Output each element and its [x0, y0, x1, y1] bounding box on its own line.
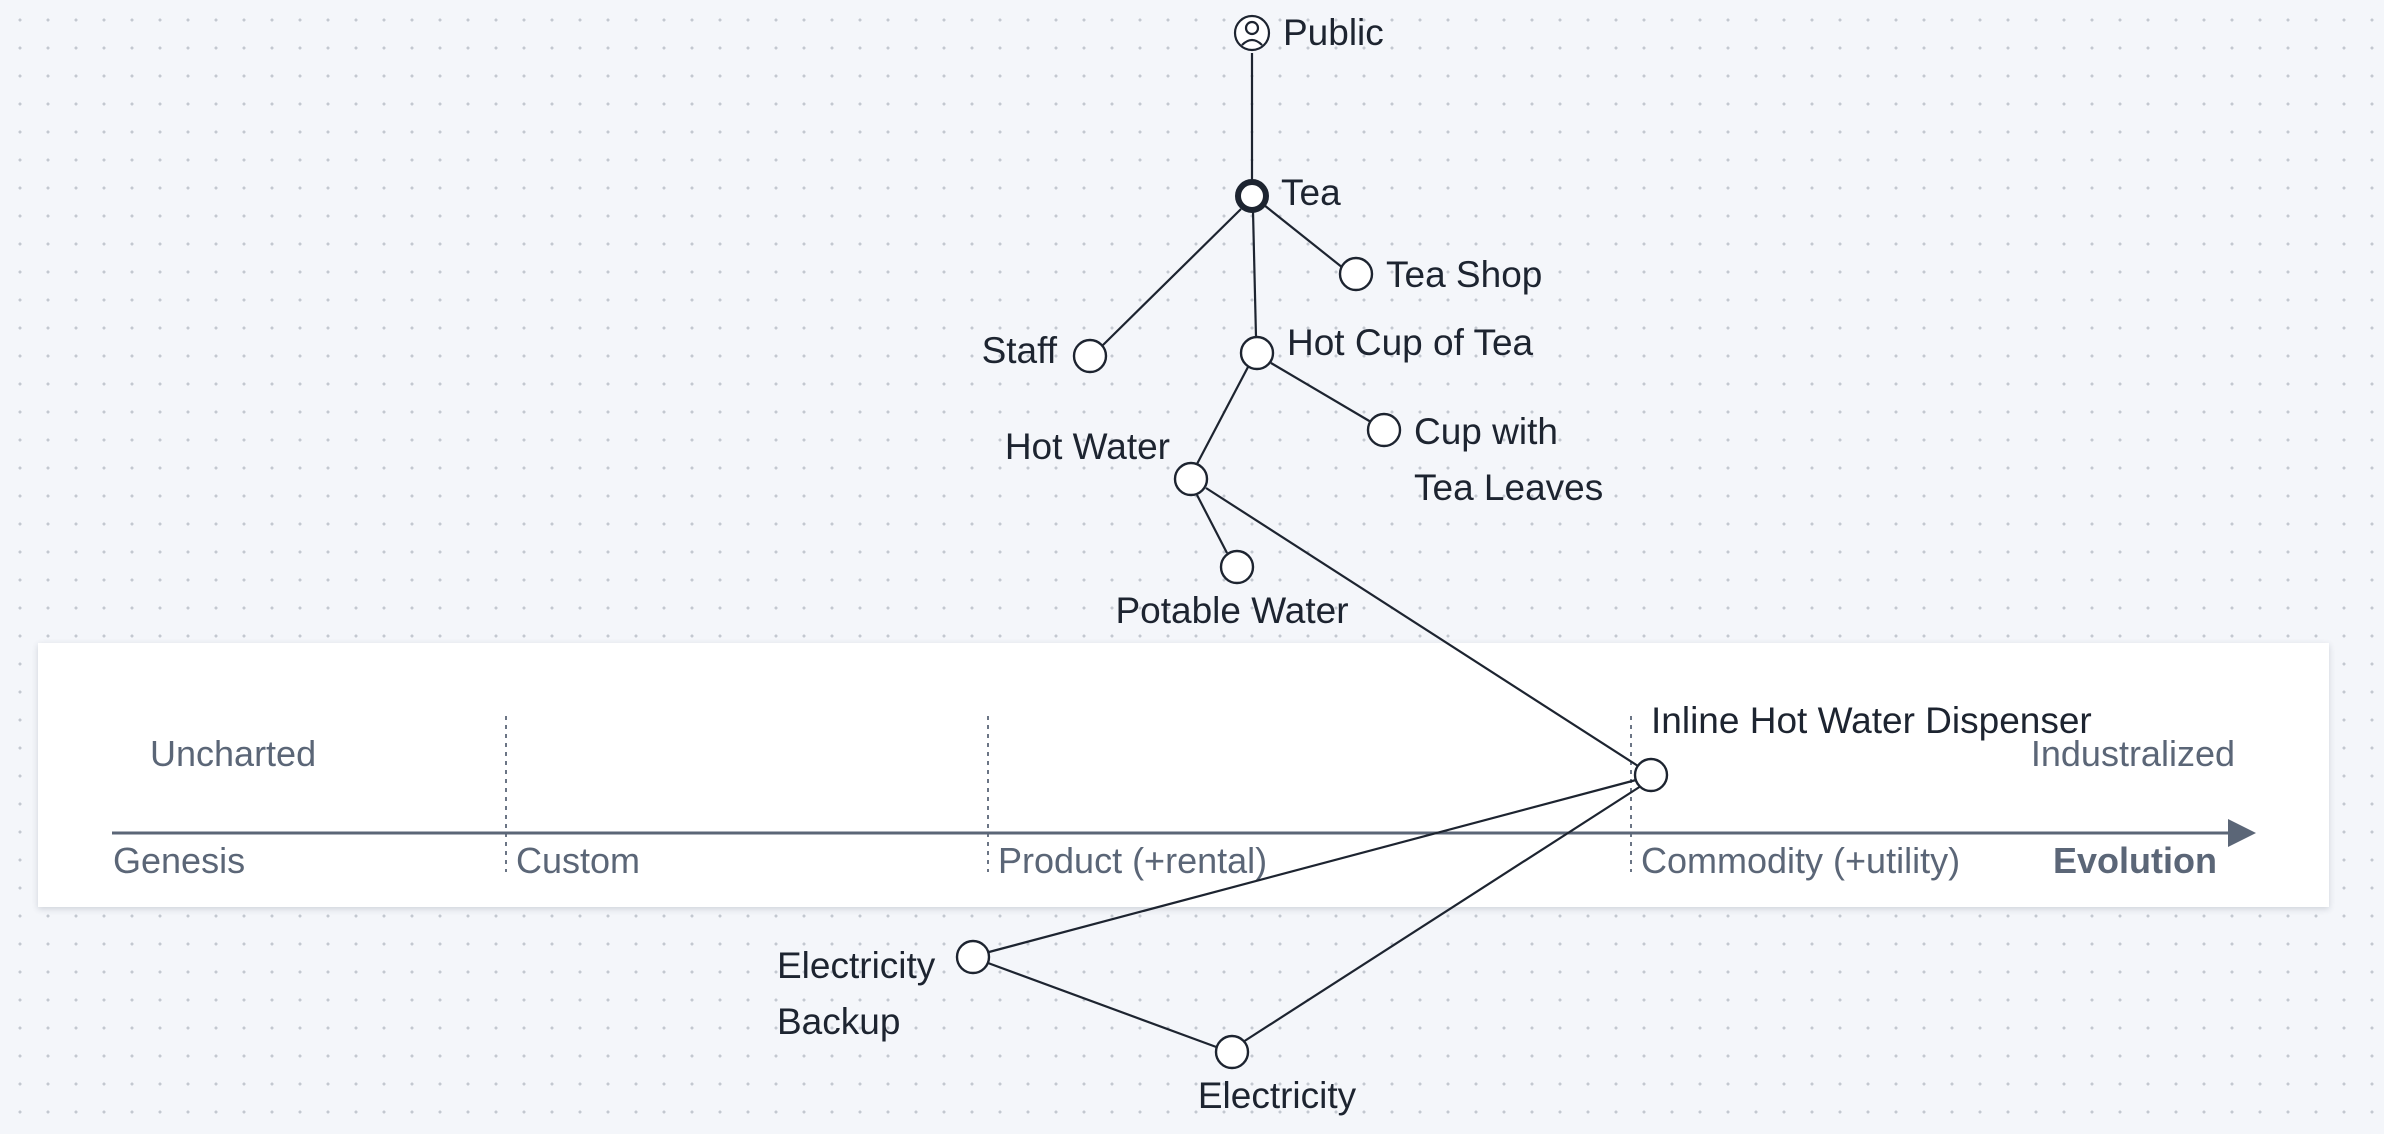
component-label-electricity: Electricity — [1198, 1075, 1357, 1116]
component-tea[interactable]: Tea — [1235, 172, 1341, 213]
user-public[interactable]: Public — [1233, 12, 1384, 53]
link-hot-cup-of-tea-hot-water[interactable] — [1196, 366, 1249, 465]
stage-label-genesis: Genesis — [113, 840, 245, 881]
component-label-electricity-backup-line2: Backup — [777, 1001, 900, 1042]
component-node-icon — [1239, 335, 1275, 371]
component-node-icon — [1214, 1034, 1250, 1070]
component-label-hot-water: Hot Water — [1005, 426, 1170, 467]
anchor-node-icon — [1235, 179, 1269, 213]
component-hot-water[interactable]: Hot Water — [1005, 426, 1209, 497]
component-node-icon — [955, 939, 991, 975]
component-electricity[interactable]: Electricity — [1198, 1034, 1357, 1116]
stage-label-commodity: Commodity (+utility) — [1641, 840, 1960, 881]
component-label-potable-water: Potable Water — [1115, 590, 1348, 631]
component-potable-water[interactable]: Potable Water — [1115, 549, 1349, 631]
dependency-links — [987, 53, 1642, 1050]
component-node-icon — [1072, 338, 1108, 374]
link-hot-cup-of-tea-cup-with-tea-leaves[interactable] — [1270, 362, 1372, 423]
link-inline-hot-water-dispenser-electricity-backup[interactable] — [988, 778, 1637, 954]
link-hot-water-inline-hot-water-dispenser[interactable] — [1205, 487, 1639, 767]
user-label-public: Public — [1283, 12, 1384, 53]
component-label-cup-with-tea-leaves-line2: Tea Leaves — [1414, 467, 1603, 508]
stage-label-custom: Custom — [516, 840, 640, 881]
component-cup-with-tea-leaves[interactable]: Cup with Tea Leaves — [1366, 411, 1603, 508]
link-tea-staff[interactable] — [1101, 208, 1242, 347]
component-label-cup-with-tea-leaves-line1: Cup with — [1414, 411, 1558, 452]
link-tea-hot-cup-of-tea[interactable] — [1251, 210, 1258, 338]
component-label-electricity-backup-line1: Electricity — [777, 945, 936, 986]
stage-label-product: Product (+rental) — [998, 840, 1267, 881]
component-inline-hot-water-dispenser[interactable]: Inline Hot Water Dispenser — [1633, 700, 2092, 793]
component-node-icon — [1173, 461, 1209, 497]
evolution-axis-arrow-icon — [2228, 819, 2256, 847]
region-label-industralized: Industralized — [2031, 733, 2235, 774]
component-label-tea: Tea — [1281, 172, 1341, 213]
component-node-icon — [1219, 549, 1255, 585]
link-inline-hot-water-dispenser-electricity[interactable] — [1242, 785, 1642, 1043]
component-label-tea-shop: Tea Shop — [1386, 254, 1542, 295]
component-node-icon — [1633, 757, 1669, 793]
link-tea-tea-shop[interactable] — [1263, 204, 1344, 269]
link-electricity-backup-electricity[interactable] — [987, 961, 1220, 1050]
component-node-icon — [1366, 412, 1402, 448]
component-label-staff: Staff — [982, 330, 1058, 371]
user-icon — [1233, 14, 1271, 52]
component-tea-shop[interactable]: Tea Shop — [1338, 254, 1542, 295]
axis-title-evolution: Evolution — [2053, 840, 2217, 881]
component-label-hot-cup-of-tea: Hot Cup of Tea — [1287, 322, 1534, 363]
component-staff[interactable]: Staff — [982, 330, 1108, 374]
component-node-icon — [1338, 256, 1374, 292]
link-hot-water-potable-water[interactable] — [1196, 494, 1228, 554]
evolution-panel — [38, 643, 2329, 907]
component-hot-cup-of-tea[interactable]: Hot Cup of Tea — [1239, 322, 1534, 371]
region-label-uncharted: Uncharted — [150, 733, 316, 774]
evolution-axis: Uncharted Industralized Genesis Custom P… — [112, 716, 2256, 881]
component-electricity-backup[interactable]: Electricity Backup — [777, 939, 991, 1042]
component-label-inline-hot-water-dispenser: Inline Hot Water Dispenser — [1651, 700, 2092, 741]
